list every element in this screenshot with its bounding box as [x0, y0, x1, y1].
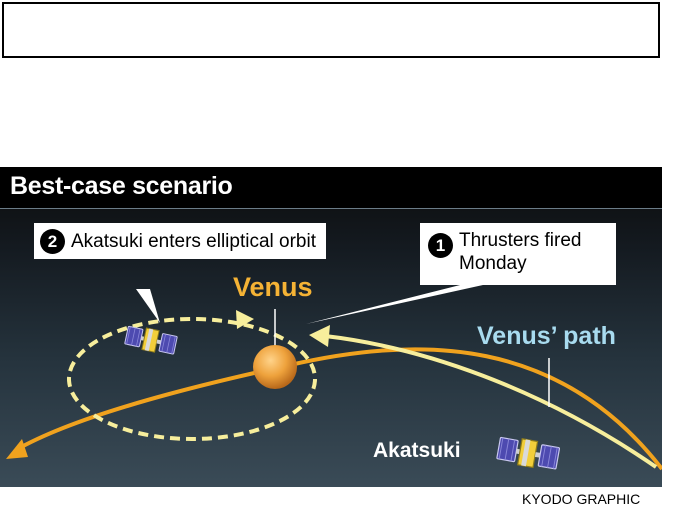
callout-2-pointer: [306, 283, 492, 324]
callout-1-pointer: [136, 289, 160, 323]
top-blank-box: [2, 2, 660, 58]
orbit-diagram: [6, 283, 662, 473]
elliptical-orbit-arrowhead: [236, 310, 254, 329]
callout-thrusters-line1: Thrusters fired: [459, 230, 582, 251]
callout-thrusters-line2: Monday: [459, 253, 527, 274]
venus-orbit-arrowhead: [6, 439, 28, 459]
akatsuki-probe-icon: [123, 323, 179, 357]
venus-path-label: Venus’ path: [477, 322, 616, 350]
panel-header: Best-case scenario: [0, 167, 662, 209]
step-1-badge: 1: [428, 233, 453, 258]
akatsuki-label: Akatsuki: [373, 439, 461, 462]
panel-title: Best-case scenario: [10, 172, 233, 200]
credit-line: KYODO GRAPHIC: [522, 491, 641, 507]
callout-thrusters-fired: 1 Thrusters fired Monday: [420, 223, 616, 285]
akatsuki-trajectory-arrowhead: [309, 325, 330, 347]
venus-planet-icon: [253, 345, 297, 389]
venus-label: Venus: [233, 272, 313, 302]
diagram-panel: Best-case scenario: [0, 167, 662, 487]
akatsuki-trajectory: [324, 334, 658, 469]
step-2-badge: 2: [40, 228, 65, 254]
venus-orbit-path: [15, 347, 662, 471]
callout-elliptical-orbit-text: Akatsuki enters elliptical orbit: [71, 230, 316, 252]
elliptical-orbit: [67, 317, 317, 441]
callout-elliptical-orbit: 2 Akatsuki enters elliptical orbit: [34, 223, 326, 259]
akatsuki-probe-icon-approach: [495, 434, 561, 473]
